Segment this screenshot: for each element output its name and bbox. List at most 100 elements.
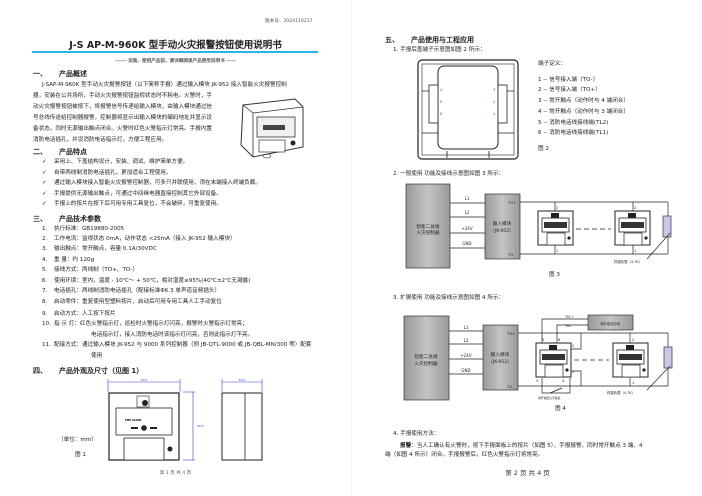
feature-item: ✓手报提供无源输出触点，可通过中间继电器直接控制其它外部设备。: [42, 191, 222, 197]
tech-param-item: 5.接线方式：两线制（TO+、TO-）: [42, 267, 139, 273]
section-heading-1: 一、产品概述: [33, 70, 87, 78]
check-icon: ✓: [42, 201, 47, 207]
tech-param-item: 6.使用环境：室内，温度 - 10℃～ + 50℃，相对湿度≤95%(40℃±2…: [42, 278, 251, 284]
svg-text:终端负载（4.7K）: 终端负载（4.7K）: [607, 390, 635, 395]
tech-param-item: 10.指 示 灯：红色火警指示灯，巡检时火警指示灯闪亮，报警时火警指示灯常亮；: [42, 321, 248, 327]
figure-3: [405, 183, 672, 269]
svg-text:1: 1: [632, 381, 634, 385]
height-dimension: 90.0: [197, 424, 204, 428]
tech-param-item: 使用: [91, 353, 103, 359]
svg-text:3: 3: [493, 88, 495, 92]
tech-param-item: 8.启动零件：重复使用型塑料按片，启动后可用专用工具人工手动复位: [42, 299, 222, 305]
figure-4-caption: 图 4: [555, 406, 566, 412]
figure-1-caption: 图 1: [75, 452, 86, 458]
panel-text: FIRE ALARM: [125, 419, 142, 422]
svg-text:1: 1: [493, 112, 495, 116]
svg-text:2: 2: [634, 206, 636, 210]
svg-text:6: 6: [440, 112, 442, 116]
svg-text:2: 2: [556, 206, 558, 210]
terminal-load-label: 终端负载（4.7K）: [614, 259, 642, 264]
overview-line: 号总线传送给控制器报警，控制器将显示出输入模块的编码地址并显示设: [33, 115, 213, 121]
svg-text:5: 5: [440, 100, 442, 104]
check-icon: ✓: [42, 170, 47, 176]
subtitle: ------ 安装、使用产品前，请详细阅读产品使用说明书 -----: [115, 59, 236, 64]
overview-line: 器，安装在公共场所，手动火灾报警按钮监视状态时不耗电。火警时，手: [33, 93, 213, 99]
check-icon: ✓: [42, 180, 47, 186]
unit-label: （单位：mm）: [58, 437, 97, 443]
terminal-definition: 5 -- 消防电话线接线端(TL2): [538, 120, 609, 126]
document-title: J-S AP-M-960K 型手动火灾报警按钮使用说明书: [69, 40, 282, 51]
usage-item-1: 1. 手报后盖端子示意图如图 2 所示：: [393, 47, 486, 53]
section-heading-4: 四、产品外观及尺寸（见图 1）: [33, 367, 144, 375]
svg-text:L1: L1: [464, 325, 469, 330]
svg-text:（JK-952）: （JK-952）: [488, 359, 512, 365]
svg-text:6: 6: [558, 338, 561, 342]
svg-text:TO-: TO-: [507, 253, 515, 257]
svg-text:智能二总线: 智能二总线: [415, 353, 438, 360]
svg-text:TO+: TO+: [506, 332, 515, 336]
figure-2-rear-cover: 4 5 6 3 2 1: [417, 59, 519, 160]
usage-item-3: 3. 扩展使用 功能及接线示意图如图 4 所示：: [393, 295, 505, 301]
tech-param-item: 2.工作电流：监视状态 0mA，动作状态 <25mA（接入 JK-952 输入模…: [42, 236, 236, 242]
figure-3-caption: 图 3: [549, 272, 560, 278]
page-footer: 第 2 页 共 4 页: [505, 469, 550, 477]
figure-4: [403, 314, 673, 401]
svg-text:+24V: +24V: [460, 353, 471, 358]
controller-label: 火灾控制器: [417, 229, 440, 236]
svg-text:1: 1: [634, 249, 636, 253]
svg-text:1: 1: [572, 370, 574, 374]
tech-param-item: 3.输出触点：常开触点，容量 0.1A/30VDC: [42, 246, 157, 252]
svg-text:TO-: TO-: [506, 385, 514, 389]
terminal-definition: 4 -- 常开触点（动作时与 3 端闭合）: [538, 109, 629, 115]
overview-line: 备状态，同时无源输出触点闭合。火警时红色火警指示灯常亮。手报内置: [33, 126, 213, 132]
terminal-definition: 1 -- 信号接入端（TO-）: [538, 77, 599, 83]
svg-text:L2: L2: [465, 210, 470, 215]
check-icon: ✓: [42, 191, 47, 197]
figure-1-drawing: 90.0 90.0 50.0 FIRE ALARM: [107, 378, 263, 461]
module-label: 输入模块: [493, 220, 512, 227]
controller-label: 智能二总线: [417, 223, 440, 230]
svg-text:4: 4: [562, 379, 565, 383]
check-icon: ✓: [42, 159, 47, 165]
tech-param-item: 11.配接方式：通过输入模块 JK-952 与 9000 系列控制器（例 JB-…: [42, 342, 312, 348]
overview-line: 动火灾报警按钮被按下，将报警信号传递给输入模块，由输入模块通过信: [33, 104, 213, 110]
svg-text:4: 4: [440, 88, 443, 92]
overview-line: J-SAP-M-960K 型手动火灾报警按钮（以下简称手报）通过输入模块 JK-…: [42, 82, 287, 88]
svg-text:TEL-: TEL-: [564, 324, 573, 328]
svg-text:L2: L2: [464, 338, 469, 343]
svg-text:3: 3: [536, 379, 538, 383]
figure-3-wiring: 智能二总线 火灾控制器 L1 L2 +24V GND 输入模块 （JK-952）…: [403, 183, 673, 401]
usage-item-4: 4. 手报使用方法：: [393, 431, 440, 437]
terminal-definition-title: 端子定义：: [538, 61, 566, 67]
svg-text:TO+: TO+: [507, 201, 516, 205]
svg-text:GND: GND: [462, 241, 471, 246]
svg-text:TEL+: TEL+: [564, 315, 574, 319]
svg-text:5: 5: [542, 338, 544, 342]
tech-param-item: 1.执行标准：GB19880-2005: [42, 226, 125, 232]
output-signal-label: 常开输出信号输出: [538, 396, 561, 400]
feature-item: ✓手报上的按片在按下后可用专用工具复位，不会破碎，可重复使用。: [42, 201, 222, 207]
figure-2-caption: 图 2: [538, 146, 549, 152]
svg-text:2: 2: [572, 344, 574, 348]
depth-dimension: 50.0: [239, 378, 246, 382]
input-module-box: [484, 193, 521, 260]
tech-param-item: 9.启动方式：人工按下按片: [42, 311, 116, 317]
svg-text:GND: GND: [461, 368, 470, 373]
alarm-paragraph: 报警：当人工确认有火警时，按下手报面板上的按片（如图 5），手报报警，同时常开触…: [400, 443, 643, 449]
svg-text:+24V: +24V: [461, 226, 472, 231]
usage-item-2: 2. 一般使用 功能及接线示意图如图 3 所示：: [393, 171, 505, 177]
width-dimension: 90.0: [141, 378, 148, 382]
feature-item: ✓采用上、下盖结构设计，安装、调试、维护简单方便。: [42, 159, 189, 165]
svg-text:1: 1: [556, 249, 558, 253]
feature-item: ✓通过输入模块接入智能火灾报警控制器，可多只并联使用，须在末端接入终端负载。: [42, 180, 261, 186]
svg-text:L1: L1: [465, 196, 470, 201]
page-footer: 第 1 页 共 4 页: [159, 471, 192, 476]
svg-text:输入模块: 输入模块: [491, 351, 510, 358]
tech-param-item: 4.重 量：约 120g: [42, 257, 95, 263]
title-rule: [32, 51, 318, 53]
section-heading-2: 二、产品特点: [33, 148, 87, 156]
overview-line: 消防电话插孔，并设消防电话指示灯，方便工程应用。: [33, 137, 168, 143]
controller-box: [405, 183, 451, 269]
terminal-definition: 6 -- 消防电话线接线端(TL1): [538, 130, 609, 136]
alarm-paragraph-cont: 端（如图 4 所示）闭合。手报报警后，红色火警指示灯将常亮。: [385, 452, 544, 458]
